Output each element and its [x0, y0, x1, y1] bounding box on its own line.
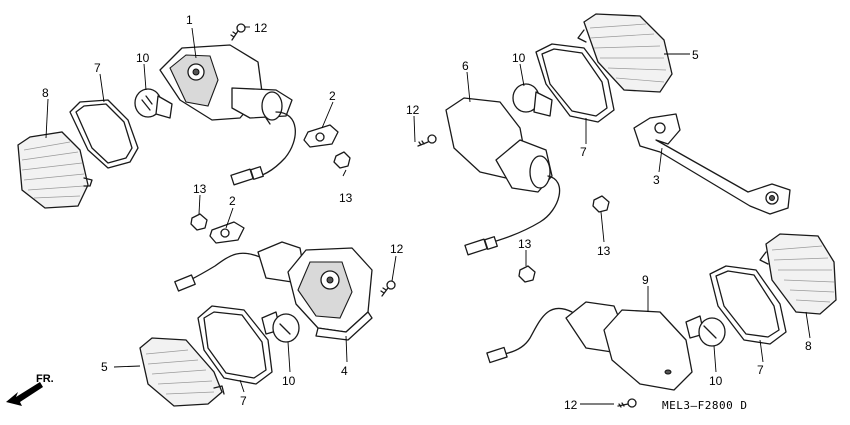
housing-part-9: [565, 301, 693, 391]
lens-part-5a: [139, 337, 225, 407]
housing-part-1: [159, 44, 293, 125]
callout-13-d: 13: [518, 237, 532, 251]
gasket-part-7b: [197, 305, 273, 385]
winker-assembly-top-right: [417, 13, 791, 256]
callout-4: 4: [341, 364, 348, 378]
callout-13-a: 13: [339, 191, 353, 205]
plate-part-2a: [303, 124, 339, 148]
callout-7-d: 7: [757, 363, 764, 377]
callout-10-d: 10: [709, 374, 723, 388]
stay-part-3: [633, 113, 791, 215]
wire-connector-top-left: [230, 111, 296, 186]
winker-assembly-bottom-left: FR.: [6, 213, 396, 407]
bulb-part-10d: [685, 315, 726, 347]
lens-part-5b: [577, 13, 673, 93]
screw-part-12a: [230, 23, 246, 41]
lens-part-8b: [759, 233, 837, 315]
callout-6: 6: [462, 59, 469, 73]
callout-numbers: 1 12 10 7 8 2 13 13 2 12 5 7 10 4 6 12 1…: [42, 13, 812, 412]
callout-5-b: 5: [692, 48, 699, 62]
screw-part-12c: [417, 134, 437, 147]
leader-lines: [45, 26, 811, 405]
callout-12-b: 12: [390, 242, 404, 256]
plate-part-2b: [209, 221, 245, 244]
callout-12-d: 12: [564, 398, 578, 412]
drawing-code: MEL3–F2800 D: [662, 399, 747, 412]
callout-2-a: 2: [329, 89, 336, 103]
callout-13-b: 13: [193, 182, 207, 196]
nut-part-13b: [190, 213, 208, 231]
screw-part-12d: [617, 398, 637, 408]
callout-8-b: 8: [805, 339, 812, 353]
callout-8-a: 8: [42, 86, 49, 100]
callout-7-c: 7: [580, 145, 587, 159]
winker-assembly-top-left: [17, 23, 351, 209]
bulb-part-10b: [261, 311, 300, 343]
callout-13-c: 13: [597, 244, 611, 258]
wire-connector-top-right: [464, 175, 561, 256]
gasket-part-7: [69, 99, 139, 169]
winker-assembly-bottom-right: [486, 233, 837, 408]
wire-connector-bottom-left: [174, 252, 263, 292]
callout-7-b: 7: [240, 394, 247, 408]
front-direction-arrow: FR.: [6, 373, 54, 406]
housing-part-4: [257, 241, 373, 341]
direction-label: FR.: [36, 373, 54, 385]
callout-5-a: 5: [101, 360, 108, 374]
callout-1: 1: [186, 13, 193, 27]
callout-12-c: 12: [406, 103, 420, 117]
callout-7-a: 7: [94, 61, 101, 75]
callout-12-a: 12: [254, 21, 268, 35]
callout-9: 9: [642, 273, 649, 287]
nut-part-13d: [518, 265, 536, 283]
gasket-part-7d: [709, 265, 787, 345]
bulb-part-10: [134, 88, 173, 119]
gasket-part-7c: [535, 43, 615, 123]
nut-part-13c: [592, 195, 610, 213]
lens-part-8: [17, 131, 93, 209]
bulb-part-10c: [512, 83, 553, 117]
callout-10-b: 10: [282, 374, 296, 388]
housing-part-6: [445, 97, 553, 193]
screw-part-12b: [380, 280, 396, 297]
callout-3: 3: [653, 173, 660, 187]
callout-10-c: 10: [512, 51, 526, 65]
nut-part-13a: [333, 151, 351, 169]
callout-10-a: 10: [136, 51, 150, 65]
callout-2-b: 2: [229, 194, 236, 208]
wire-connector-bottom-right: [486, 307, 573, 364]
